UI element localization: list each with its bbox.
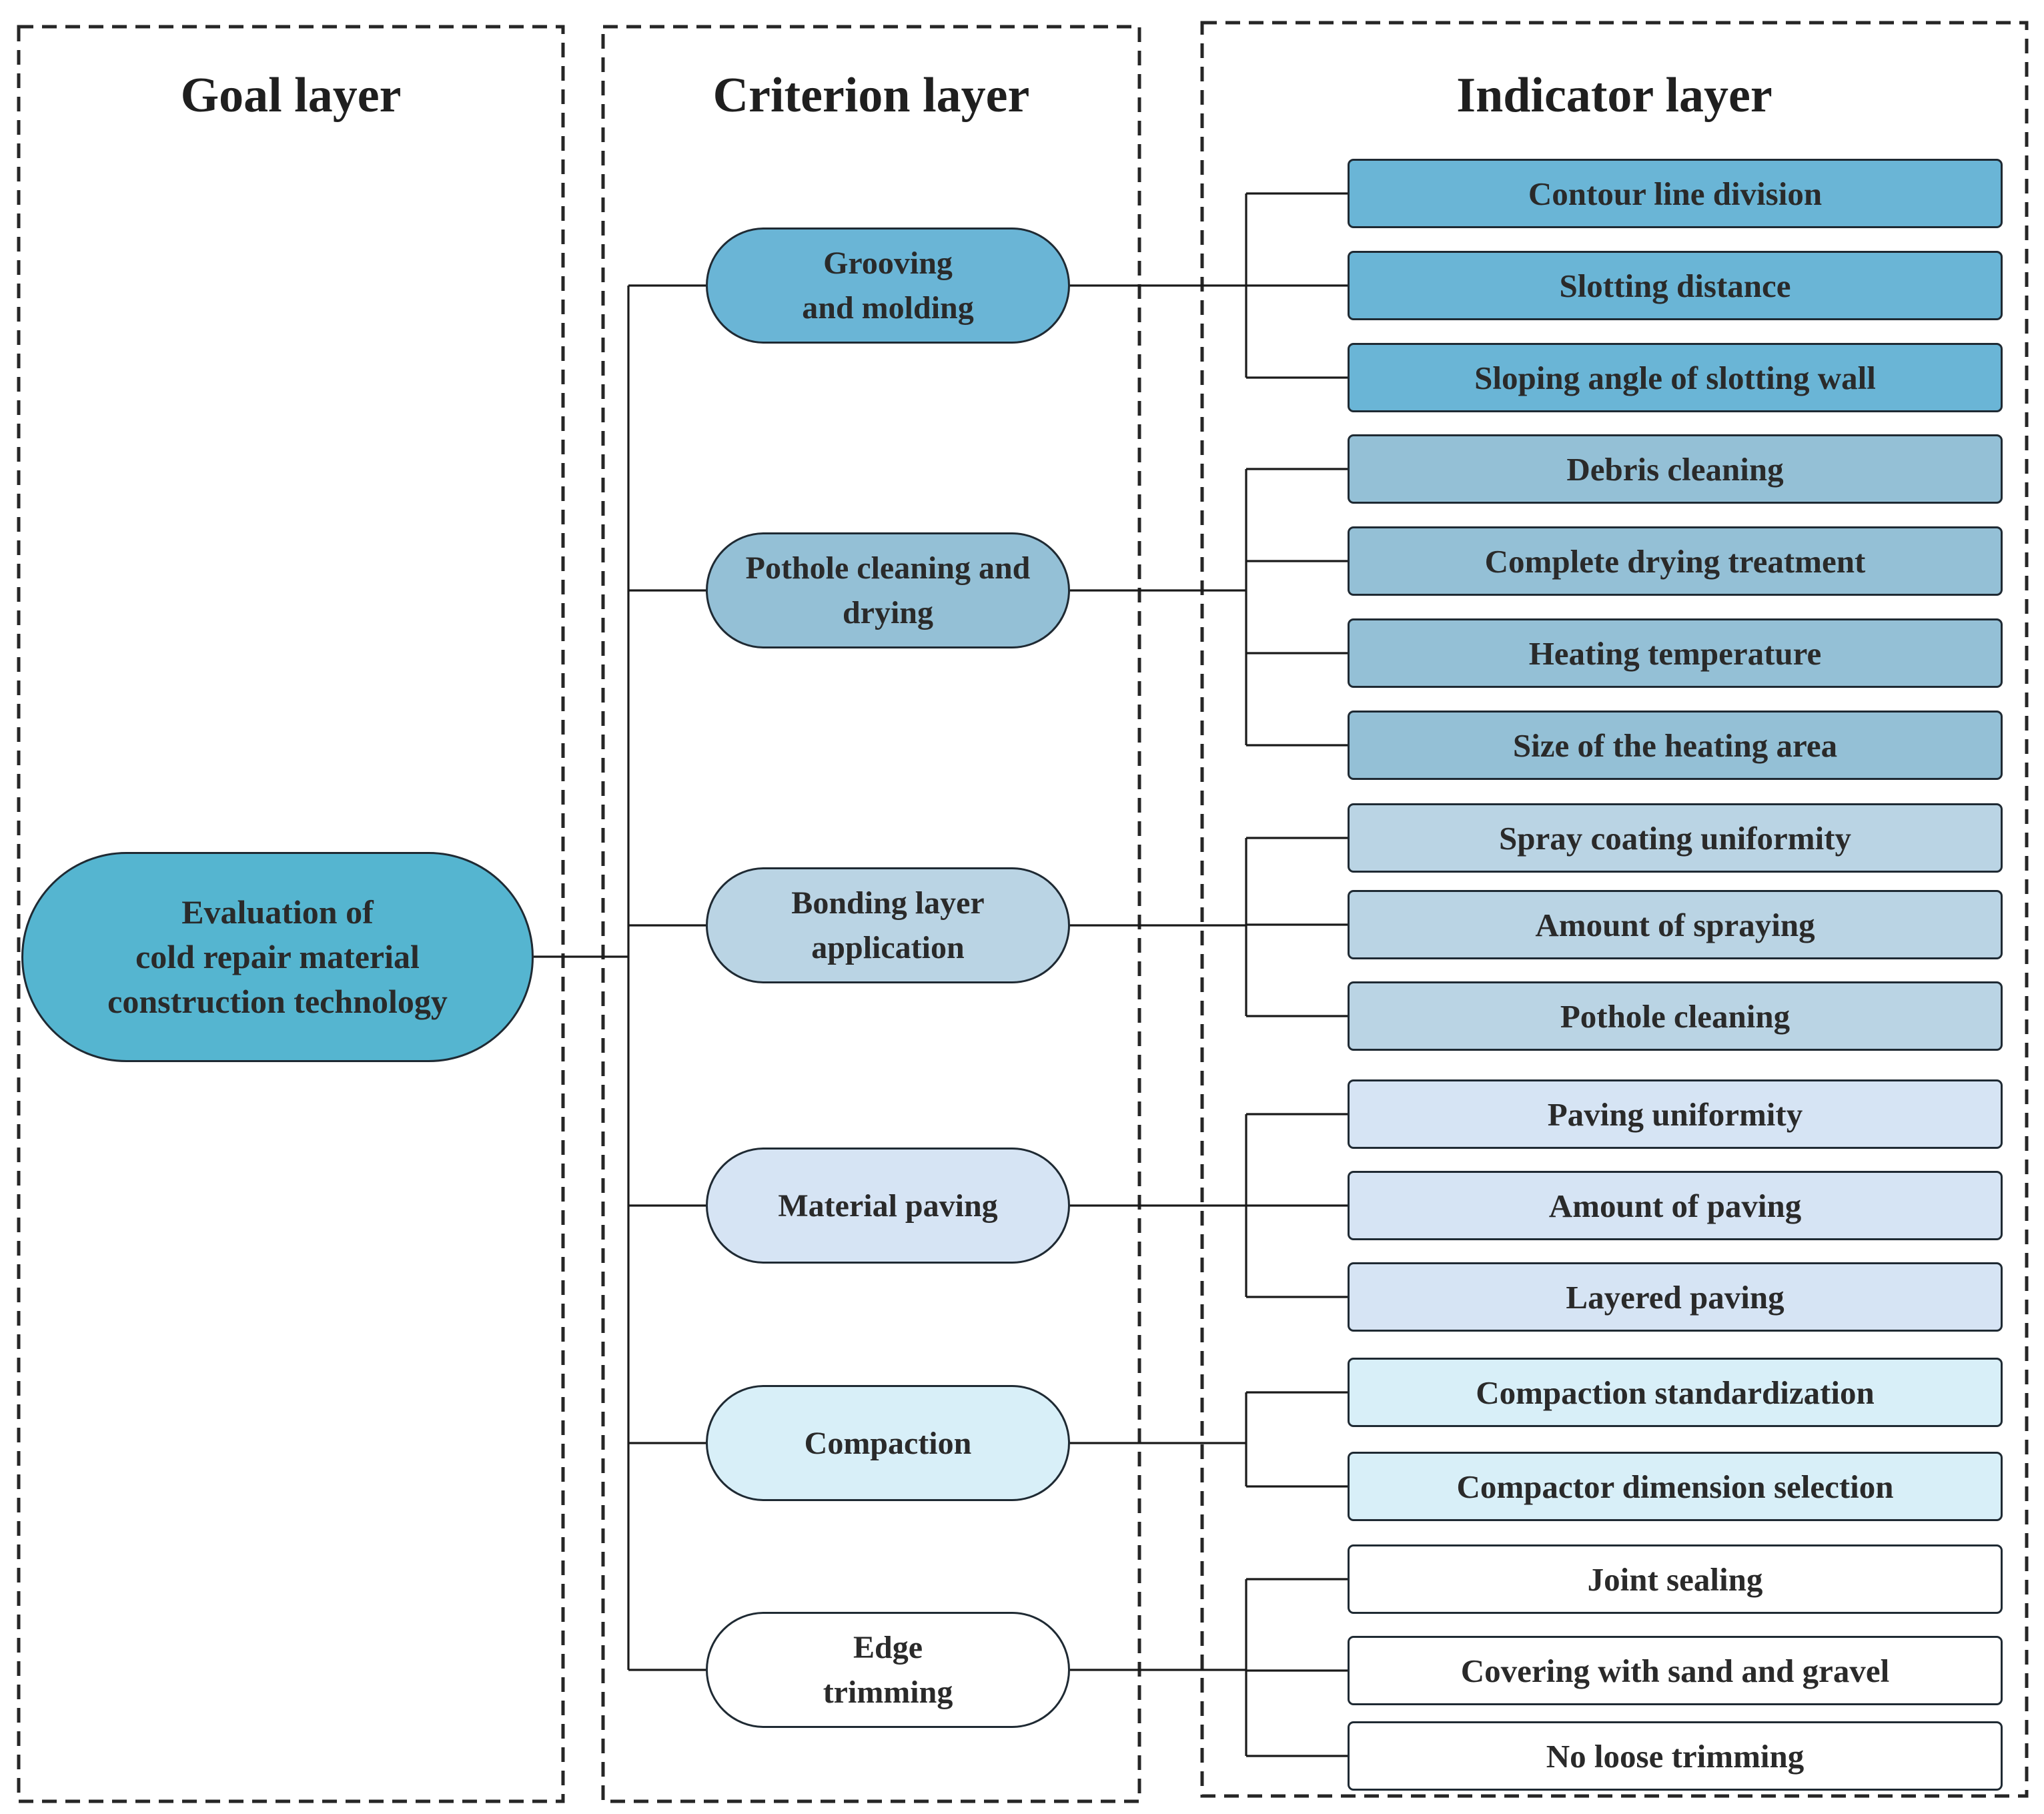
- indicator-node: Pothole cleaning: [1348, 981, 2003, 1051]
- indicator-label: Covering with sand and gravel: [1460, 1652, 1890, 1689]
- indicator-label: Compaction standardization: [1476, 1374, 1875, 1411]
- criterion-label: Material paving: [778, 1188, 998, 1224]
- goal-layer-frame: [17, 25, 565, 1803]
- criterion-label: Bonding layer application: [791, 885, 985, 965]
- criterion-label: Compaction: [804, 1425, 972, 1461]
- criterion-layer-title: Criterion layer: [712, 68, 1030, 123]
- indicator-node: Heating temperature: [1348, 618, 2003, 688]
- indicator-node: Spray coating uniformity: [1348, 803, 2003, 873]
- criterion-node: Grooving and molding: [706, 228, 1070, 344]
- goal-node: Evaluation of cold repair material const…: [21, 852, 534, 1062]
- criterion-label: Pothole cleaning and drying: [745, 550, 1031, 630]
- criterion-node: Pothole cleaning and drying: [706, 532, 1070, 648]
- indicator-node: Paving uniformity: [1348, 1079, 2003, 1149]
- indicator-node: Amount of spraying: [1348, 890, 2003, 959]
- indicator-node: Sloping angle of slotting wall: [1348, 343, 2003, 412]
- indicator-label: Pothole cleaning: [1560, 997, 1791, 1035]
- indicator-node: Size of the heating area: [1348, 711, 2003, 780]
- indicator-label: Amount of spraying: [1535, 906, 1815, 943]
- indicator-node: Covering with sand and gravel: [1348, 1636, 2003, 1705]
- criterion-node: Compaction: [706, 1385, 1070, 1501]
- criterion-label: Grooving and molding: [802, 246, 974, 326]
- indicator-node: No loose trimming: [1348, 1721, 2003, 1791]
- indicator-label: Spray coating uniformity: [1498, 819, 1852, 857]
- indicator-node: Amount of paving: [1348, 1171, 2003, 1240]
- indicator-node: Complete drying treatment: [1348, 526, 2003, 596]
- criterion-node: Bonding layer application: [706, 867, 1070, 983]
- indicator-layer-frame: [1200, 21, 2029, 1798]
- goal-layer-title: Goal layer: [180, 68, 402, 123]
- indicator-node: Layered paving: [1348, 1262, 2003, 1332]
- indicator-layer-title: Indicator layer: [1456, 68, 1772, 123]
- indicator-node: Compaction standardization: [1348, 1358, 2003, 1427]
- criterion-node: Edge trimming: [706, 1612, 1070, 1728]
- indicator-node: Joint sealing: [1348, 1544, 2003, 1614]
- indicator-label: Paving uniformity: [1547, 1095, 1803, 1133]
- indicator-label: Compactor dimension selection: [1456, 1468, 1894, 1505]
- indicator-label: Debris cleaning: [1566, 450, 1784, 488]
- indicator-label: Contour line division: [1528, 175, 1823, 212]
- criterion-label: Edge trimming: [823, 1630, 953, 1710]
- goal-node-label: Evaluation of cold repair material const…: [107, 893, 448, 1020]
- indicator-node: Slotting distance: [1348, 251, 2003, 320]
- indicator-label: Heating temperature: [1528, 634, 1822, 672]
- indicator-label: Complete drying treatment: [1484, 542, 1866, 580]
- indicator-node: Compactor dimension selection: [1348, 1452, 2003, 1521]
- criterion-layer-frame: [601, 25, 1141, 1803]
- indicator-label: Sloping angle of slotting wall: [1474, 359, 1876, 396]
- indicator-label: No loose trimming: [1546, 1737, 1805, 1775]
- connector-lines: [534, 192, 1348, 1757]
- indicator-label: Joint sealing: [1587, 1560, 1763, 1598]
- indicator-label: Size of the heating area: [1512, 727, 1838, 764]
- indicator-label: Slotting distance: [1559, 267, 1791, 304]
- indicator-node: Contour line division: [1348, 159, 2003, 228]
- indicator-label: Amount of paving: [1548, 1187, 1802, 1224]
- criterion-node: Material paving: [706, 1148, 1070, 1264]
- indicator-label: Layered paving: [1566, 1278, 1784, 1316]
- indicator-node: Debris cleaning: [1348, 434, 2003, 504]
